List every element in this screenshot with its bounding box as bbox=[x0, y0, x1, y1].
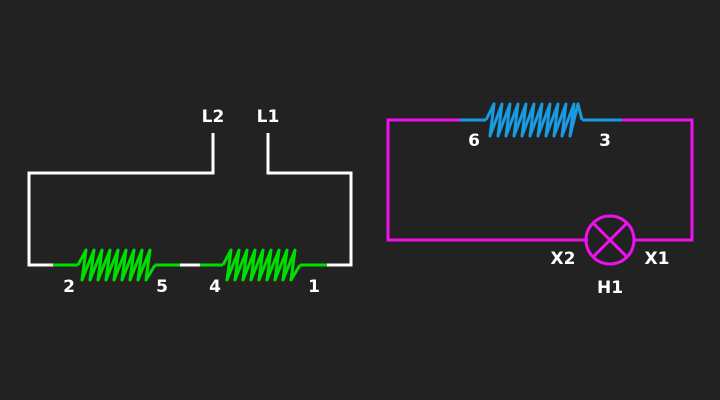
lamp-icon bbox=[584, 214, 636, 266]
secondary-coil bbox=[460, 102, 622, 138]
label-x2: X2 bbox=[551, 249, 576, 269]
secondary-circuit bbox=[386, 102, 694, 266]
label-terminal-2: 2 bbox=[63, 277, 75, 297]
primary-coil-a bbox=[53, 248, 180, 282]
primary-wire-right bbox=[266, 133, 353, 267]
primary-coil-b bbox=[200, 248, 327, 282]
label-terminal-4: 4 bbox=[209, 277, 221, 297]
primary-wire-left bbox=[27, 133, 215, 267]
coil-b-winding bbox=[221, 248, 302, 282]
secondary-wire-left bbox=[386, 118, 588, 242]
label-terminal-6: 6 bbox=[468, 131, 480, 151]
coil-a-winding bbox=[76, 248, 157, 282]
label-l1: L1 bbox=[257, 107, 280, 127]
primary-circuit bbox=[27, 133, 353, 282]
labels: L2 L1 2 5 4 1 6 3 X2 X1 H1 bbox=[63, 107, 669, 298]
label-x1: X1 bbox=[645, 249, 670, 269]
secondary-coil-winding bbox=[484, 102, 584, 138]
secondary-wire-right bbox=[622, 118, 694, 242]
label-h1: H1 bbox=[597, 278, 623, 298]
label-l2: L2 bbox=[202, 107, 225, 127]
label-terminal-3: 3 bbox=[599, 131, 611, 151]
label-terminal-1: 1 bbox=[308, 277, 320, 297]
label-terminal-5: 5 bbox=[156, 277, 168, 297]
